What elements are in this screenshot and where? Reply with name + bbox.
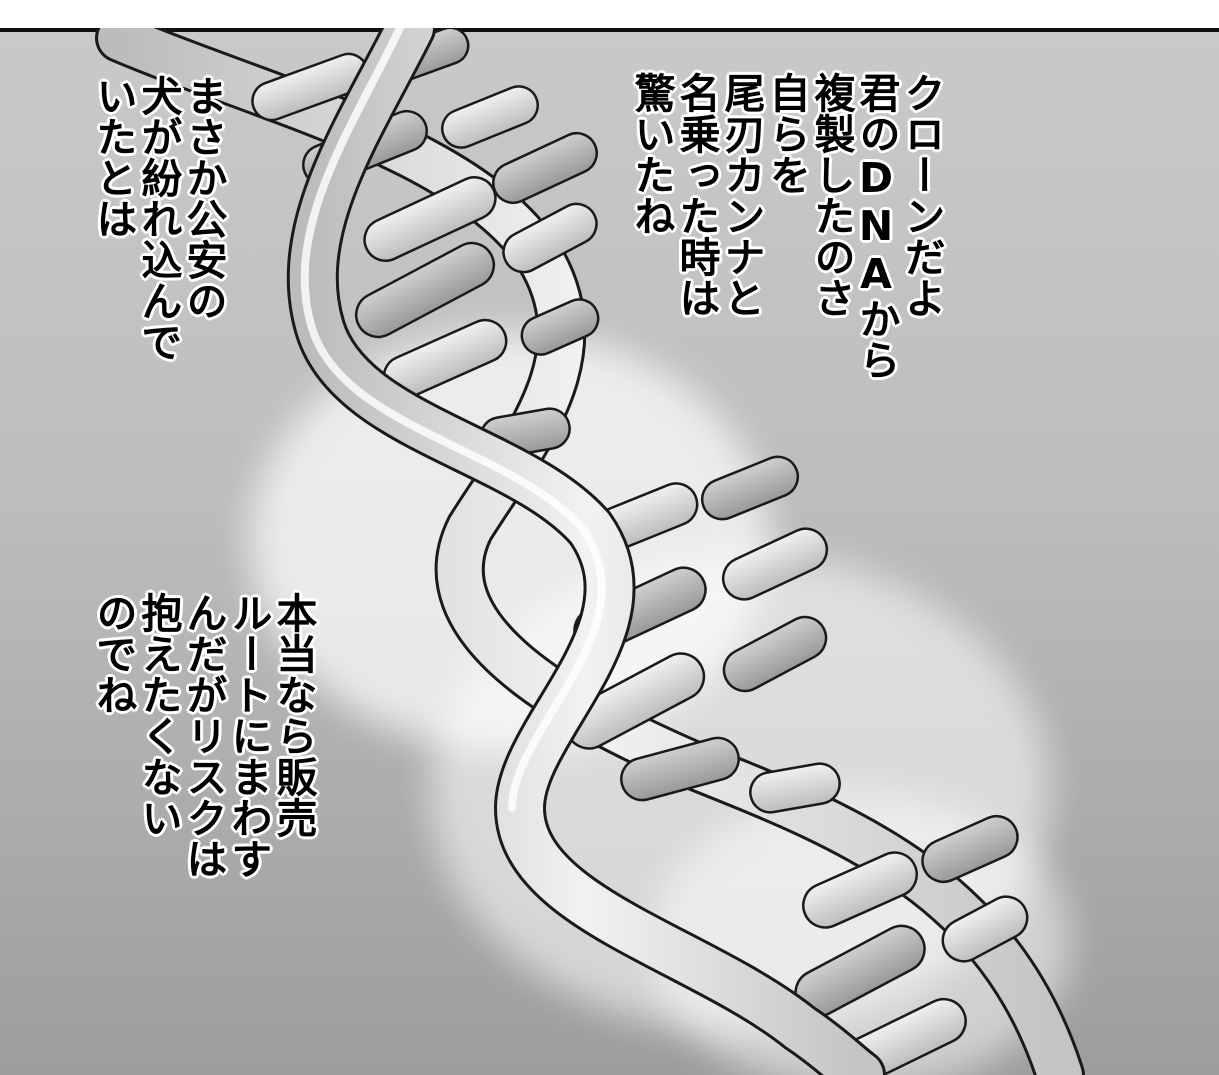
caption-line: んだがリスクは bbox=[179, 592, 227, 879]
caption-line: 本当なら販売 bbox=[269, 592, 317, 838]
caption-line: のでね bbox=[89, 592, 137, 715]
back-strand bbox=[95, 28, 1085, 1075]
dna-helix-illustration bbox=[95, 28, 1085, 1075]
caption-line: クローンだよ bbox=[897, 72, 945, 318]
front-strand bbox=[286, 28, 886, 1075]
caption-line: いたとは bbox=[89, 75, 137, 239]
caption-line: 名乗った時は bbox=[672, 72, 720, 318]
speech-caption-risk: 本当なら販売 ルートにまわす んだがリスクは 抱えたくない のでね bbox=[89, 592, 317, 879]
speech-caption-clone: クローンだよ 君のDNAから 複製したのさ 自らを 尾刃カンナと 名乗った時は … bbox=[627, 72, 945, 380]
caption-line: 抱えたくない bbox=[134, 592, 182, 838]
caption-line: 尾刃カンナと bbox=[717, 72, 765, 318]
speech-caption-dog: まさか公安の 犬が紛れ込んで いたとは bbox=[89, 75, 227, 362]
caption-line: 驚いたね bbox=[627, 72, 675, 236]
caption-line: 犬が紛れ込んで bbox=[134, 75, 182, 362]
caption-line: 自らを bbox=[762, 72, 810, 195]
top-margin bbox=[0, 0, 1219, 28]
caption-line: まさか公安の bbox=[179, 75, 227, 321]
caption-line: ルートにまわす bbox=[224, 592, 272, 879]
caption-line: 複製したのさ bbox=[807, 72, 855, 318]
caption-line: 君のDNAから bbox=[852, 72, 900, 380]
